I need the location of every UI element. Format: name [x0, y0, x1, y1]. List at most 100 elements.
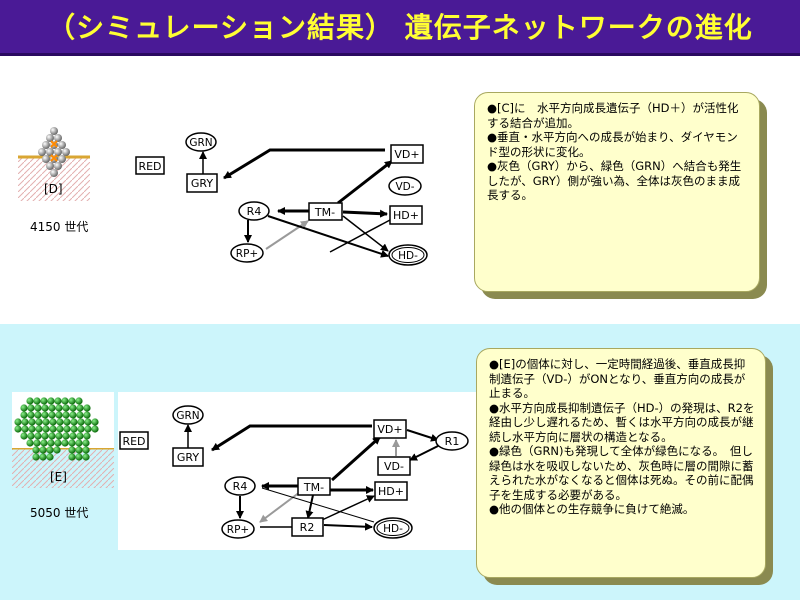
svg-text:HD+: HD+ [378, 485, 404, 498]
organism-cell [76, 411, 84, 419]
svg-text:HD+: HD+ [393, 209, 419, 222]
organism-cell [63, 425, 71, 433]
organism-cell [41, 404, 49, 412]
organism-cell [69, 432, 77, 440]
organism-cell [34, 404, 42, 412]
organism-cell [47, 439, 55, 447]
svg-text:TM-: TM- [303, 481, 324, 494]
slide-title: （シミュレーション結果） 遺伝子ネットワークの進化 [47, 11, 753, 44]
organism-cell [21, 418, 29, 426]
svg-text:RP+: RP+ [227, 524, 249, 536]
organism-cell [48, 404, 56, 412]
node-grn-bottom: GRN [172, 405, 204, 425]
organism-cell [20, 411, 28, 419]
organism-cell [39, 446, 47, 454]
node-hdminus-top: HD- [388, 244, 428, 266]
edges-top [199, 148, 393, 258]
svg-text:HD-: HD- [383, 523, 403, 535]
organism-cell [55, 404, 63, 412]
svg-text:GRY: GRY [177, 451, 199, 464]
organism-cell [76, 432, 84, 440]
svg-text:RED: RED [122, 435, 145, 448]
organism-cell [68, 453, 76, 461]
organism-cell [70, 418, 78, 426]
organism-cell [33, 397, 41, 405]
svg-text:R4: R4 [247, 205, 262, 218]
edge-tm-vdplus-b [330, 435, 382, 482]
node-vdplus-top: VD+ [390, 144, 424, 164]
edge-r2-hdplus [321, 495, 375, 521]
organism-cell [83, 411, 91, 419]
edge-tm-hdplus [342, 209, 388, 218]
organism-cell [35, 418, 43, 426]
note-bottom-line-1: ●[E]の個体に対し、一定時間経過後、垂直成長抑制遺伝子（VD-）がONとなり、… [489, 357, 746, 400]
organism-cell [84, 425, 92, 433]
svg-text:R4: R4 [233, 480, 248, 493]
node-tm-bottom: TM- [297, 477, 331, 496]
svg-text:HD-: HD- [398, 250, 418, 262]
organism-cell [40, 397, 48, 405]
edge-r2-hdminus [323, 522, 373, 531]
organism-cell [41, 432, 49, 440]
node-rp-bottom: RP+ [221, 519, 255, 539]
organism-cell [61, 397, 69, 405]
organism-cell [84, 418, 92, 426]
organism-cell [53, 446, 61, 454]
organism-cell [35, 425, 43, 433]
note-top-line-1: ●[C]に 水平方向成長遺伝子（HD＋）が活性化する結合が追加。 [487, 101, 739, 130]
title-bar: （シミュレーション結果） 遺伝子ネットワークの進化 [0, 0, 800, 56]
organism-cell [75, 453, 83, 461]
organism-cell [40, 439, 48, 447]
organism-cell [27, 432, 35, 440]
soil-e [12, 448, 114, 488]
svg-text:R2: R2 [300, 521, 315, 534]
node-rp-top: RP+ [230, 243, 264, 263]
organism-cell [46, 446, 54, 454]
svg-text:RP+: RP+ [236, 248, 258, 260]
organism-cell [68, 439, 76, 447]
organism-cell [75, 446, 83, 454]
organism-cell [82, 453, 90, 461]
organism-cell [54, 439, 62, 447]
node-hdminus-bottom: HD- [373, 517, 413, 539]
organism-cell [54, 397, 62, 405]
organism-cell [69, 404, 77, 412]
organism-cell [77, 425, 85, 433]
organism-cell [61, 439, 69, 447]
organism-cell [70, 425, 78, 433]
svg-text:GRY: GRY [191, 177, 213, 190]
node-gry-top: GRY [186, 173, 218, 193]
edge-tm-vdplus [337, 159, 393, 205]
note-bottom-line-3: ●緑色（GRN)も発現して全体が緑色になる。 但し緑色は水を吸収しないため、灰色… [489, 444, 754, 502]
specimen-e-label: [E] [50, 470, 67, 484]
svg-text:RED: RED [138, 160, 161, 173]
edge-tm-r2 [305, 494, 314, 519]
organism-cell [41, 411, 49, 419]
note-top-line-3: ●灰色（GRY）から、緑色（GRN）へ結合も発生したが、GRY）側が強い為、全体… [487, 159, 742, 202]
edge-hdminus-r4 [261, 487, 375, 523]
node-red-bottom: RED [119, 431, 149, 450]
node-vdminus-bottom: VD- [377, 456, 411, 476]
svg-text:VD+: VD+ [394, 148, 419, 161]
edge-rp-tm [265, 220, 309, 250]
node-grn-top: GRN [185, 132, 217, 152]
organism-cell [56, 418, 64, 426]
svg-text:TM-: TM- [314, 206, 335, 219]
note-top-line-2: ●垂直・水平方向への成長が始まり、ダイヤモンド型の形状に変化。 [487, 130, 738, 159]
organism-cell [62, 411, 70, 419]
edge-hdplus-tm [329, 219, 391, 253]
organism-cell [46, 453, 54, 461]
organism-cell [55, 432, 63, 440]
organism-cell [26, 439, 34, 447]
organism-cell [39, 453, 47, 461]
svg-text:VD-: VD- [384, 460, 404, 473]
organism-e [14, 397, 99, 461]
svg-text:VD+: VD+ [377, 423, 402, 436]
node-r4-top: R4 [238, 201, 270, 221]
node-vdminus-top: VD- [388, 176, 422, 196]
organism-cell [77, 418, 85, 426]
organism-cell [34, 432, 42, 440]
generation-4150: 4150 世代 [30, 220, 89, 234]
